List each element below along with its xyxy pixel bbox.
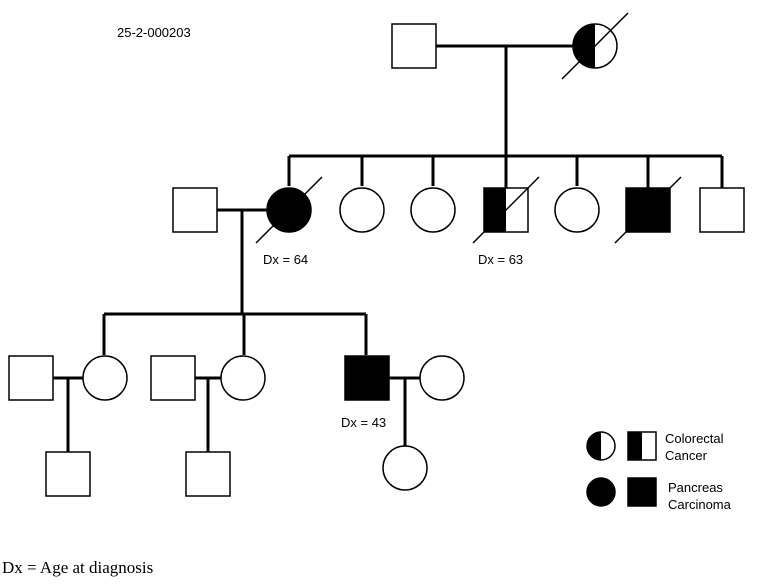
legend-pancreas-label-line1: Pancreas [668, 480, 723, 495]
dx-label: Dx = 63 [478, 252, 523, 267]
gen3-male-pancreas [344, 355, 390, 401]
legend-pancreas-female-icon [586, 477, 616, 507]
legend-colorectal-label-line1: Colorectal [665, 431, 724, 446]
dx-label: Dx = 43 [341, 415, 386, 430]
legend: Colorectal Cancer Pancreas Carcinoma [586, 431, 732, 512]
dx-label: Dx = 64 [263, 252, 308, 267]
gen3-female [220, 355, 266, 401]
pedigree-id: 25-2-000203 [117, 25, 191, 40]
gen2-male-pancreas-deceased [614, 176, 682, 244]
gen2-female-pancreas-deceased [255, 176, 323, 244]
gen3-spouse-male [8, 355, 54, 401]
gen1-male [391, 23, 437, 69]
legend-pancreas-male-icon [627, 477, 657, 507]
gen2-female [554, 187, 600, 233]
legend-colorectal-male-icon [627, 431, 657, 461]
gen4-male [185, 451, 231, 497]
diagnosis-labels: Dx = 64 Dx = 63 Dx = 43 [263, 252, 523, 430]
gen3-female [82, 355, 128, 401]
gen1-female-colorectal-deceased [561, 12, 629, 80]
gen3-spouse-female [419, 355, 465, 401]
legend-pancreas-label-line2: Carcinoma [668, 497, 732, 512]
connection-lines [53, 44, 724, 452]
gen2-female [410, 187, 456, 233]
gen4-male [45, 451, 91, 497]
gen2-male [699, 187, 745, 233]
gen4-female [382, 445, 428, 491]
gen2-spouse-male [172, 187, 218, 233]
gen3-spouse-male [150, 355, 196, 401]
gen2-female [339, 187, 385, 233]
footnote: Dx = Age at diagnosis [2, 558, 154, 577]
legend-colorectal-label-line2: Cancer [665, 448, 708, 463]
gen2-male-colorectal-deceased [472, 176, 540, 244]
individuals [8, 12, 745, 497]
legend-colorectal-female-icon [586, 431, 616, 461]
